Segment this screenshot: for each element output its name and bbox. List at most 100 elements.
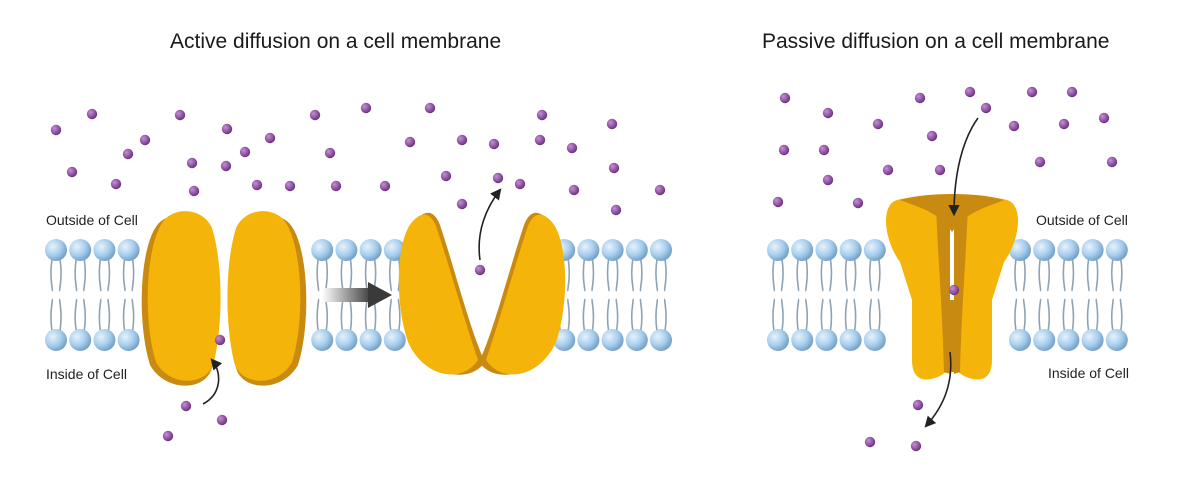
molecule	[424, 102, 436, 114]
phospholipid-head	[815, 329, 838, 351]
phospholipid-head	[1081, 329, 1104, 351]
phospholipid-head	[359, 329, 382, 351]
carrier-protein-open-outside	[398, 212, 566, 375]
phospholipid	[815, 239, 838, 351]
molecule	[488, 138, 500, 150]
molecule	[852, 197, 864, 209]
molecule	[122, 148, 134, 160]
molecule	[1106, 156, 1118, 168]
molecule	[822, 174, 834, 186]
molecule	[872, 118, 884, 130]
phospholipid	[625, 239, 648, 351]
phospholipid-head	[815, 239, 838, 261]
membrane-active	[45, 239, 672, 351]
molecule	[778, 144, 790, 156]
phospholipid-head	[553, 329, 576, 351]
phospholipid-head	[311, 329, 334, 351]
phospholipid-head	[863, 239, 886, 261]
phospholipid-head	[69, 329, 92, 351]
phospholipid-head	[93, 239, 116, 261]
phospholipid	[791, 239, 814, 351]
molecule	[50, 124, 62, 136]
molecule	[1034, 156, 1046, 168]
phospholipid	[1057, 239, 1080, 351]
phospholipid	[863, 239, 886, 351]
phospholipid-head	[839, 329, 862, 351]
phospholipid-head	[1009, 239, 1031, 261]
phospholipid-head	[117, 329, 140, 351]
phospholipid-head	[650, 329, 672, 351]
phospholipid-head	[1057, 329, 1080, 351]
molecule	[330, 180, 342, 192]
molecule	[610, 204, 622, 216]
molecule	[964, 86, 976, 98]
molecule	[220, 160, 232, 172]
molecule	[779, 92, 791, 104]
molecule	[216, 414, 228, 426]
phospholipid-head	[863, 329, 886, 351]
molecule	[86, 108, 98, 120]
phospholipid-head	[601, 329, 624, 351]
label-outside-passive: Outside of Cell	[1036, 212, 1128, 228]
phospholipid	[1009, 239, 1031, 351]
phospholipid	[650, 239, 672, 351]
phospholipid	[601, 239, 624, 351]
phospholipid-head	[45, 329, 67, 351]
molecule	[822, 107, 834, 119]
phospholipid	[69, 239, 92, 351]
molecule	[264, 132, 276, 144]
molecule	[180, 400, 192, 412]
molecule	[882, 164, 894, 176]
molecule	[772, 196, 784, 208]
molecule	[818, 144, 830, 156]
title-active-diffusion: Active diffusion on a cell membrane	[170, 30, 502, 53]
molecule	[864, 436, 876, 448]
molecule	[162, 430, 174, 442]
molecule	[214, 334, 226, 346]
molecule	[456, 198, 468, 210]
arrow-out-of-carrier	[478, 188, 502, 261]
molecule	[239, 146, 251, 158]
phospholipid-head	[1033, 239, 1056, 261]
phospholipid-head	[117, 239, 140, 261]
phospholipid-head	[625, 329, 648, 351]
phospholipid-head	[383, 239, 406, 261]
molecule	[1026, 86, 1038, 98]
molecule	[912, 399, 924, 411]
molecule	[221, 123, 233, 135]
molecule	[934, 164, 946, 176]
phospholipid	[1033, 239, 1056, 351]
phospholipid-head	[791, 239, 814, 261]
phospholipid-head	[45, 239, 67, 261]
molecule	[608, 162, 620, 174]
molecule	[251, 179, 263, 191]
phospholipid-head	[839, 239, 862, 261]
arrow-into-carrier	[202, 358, 223, 405]
phospholipid-head	[601, 239, 624, 261]
phospholipid-head	[335, 239, 358, 261]
molecule	[186, 157, 198, 169]
molecule	[910, 440, 922, 452]
phospholipid-head	[69, 239, 92, 261]
transition-arrow	[322, 282, 392, 308]
phospholipid-head	[383, 329, 406, 351]
phospholipid	[117, 239, 140, 351]
molecule	[534, 134, 546, 146]
molecule	[66, 166, 78, 178]
molecule	[1058, 118, 1070, 130]
molecule	[139, 134, 151, 146]
label-outside-active: Outside of Cell	[46, 212, 138, 228]
molecule	[980, 102, 992, 114]
molecule	[456, 134, 468, 146]
phospholipid-head	[335, 329, 358, 351]
phospholipid-head	[791, 329, 814, 351]
phospholipid-head	[625, 239, 648, 261]
molecule	[309, 109, 321, 121]
phospholipid-head	[93, 329, 116, 351]
molecules	[50, 86, 1118, 452]
molecule	[110, 178, 122, 190]
phospholipid	[1105, 239, 1128, 351]
label-inside-active: Inside of Cell	[46, 366, 127, 382]
phospholipid-head	[1057, 239, 1080, 261]
